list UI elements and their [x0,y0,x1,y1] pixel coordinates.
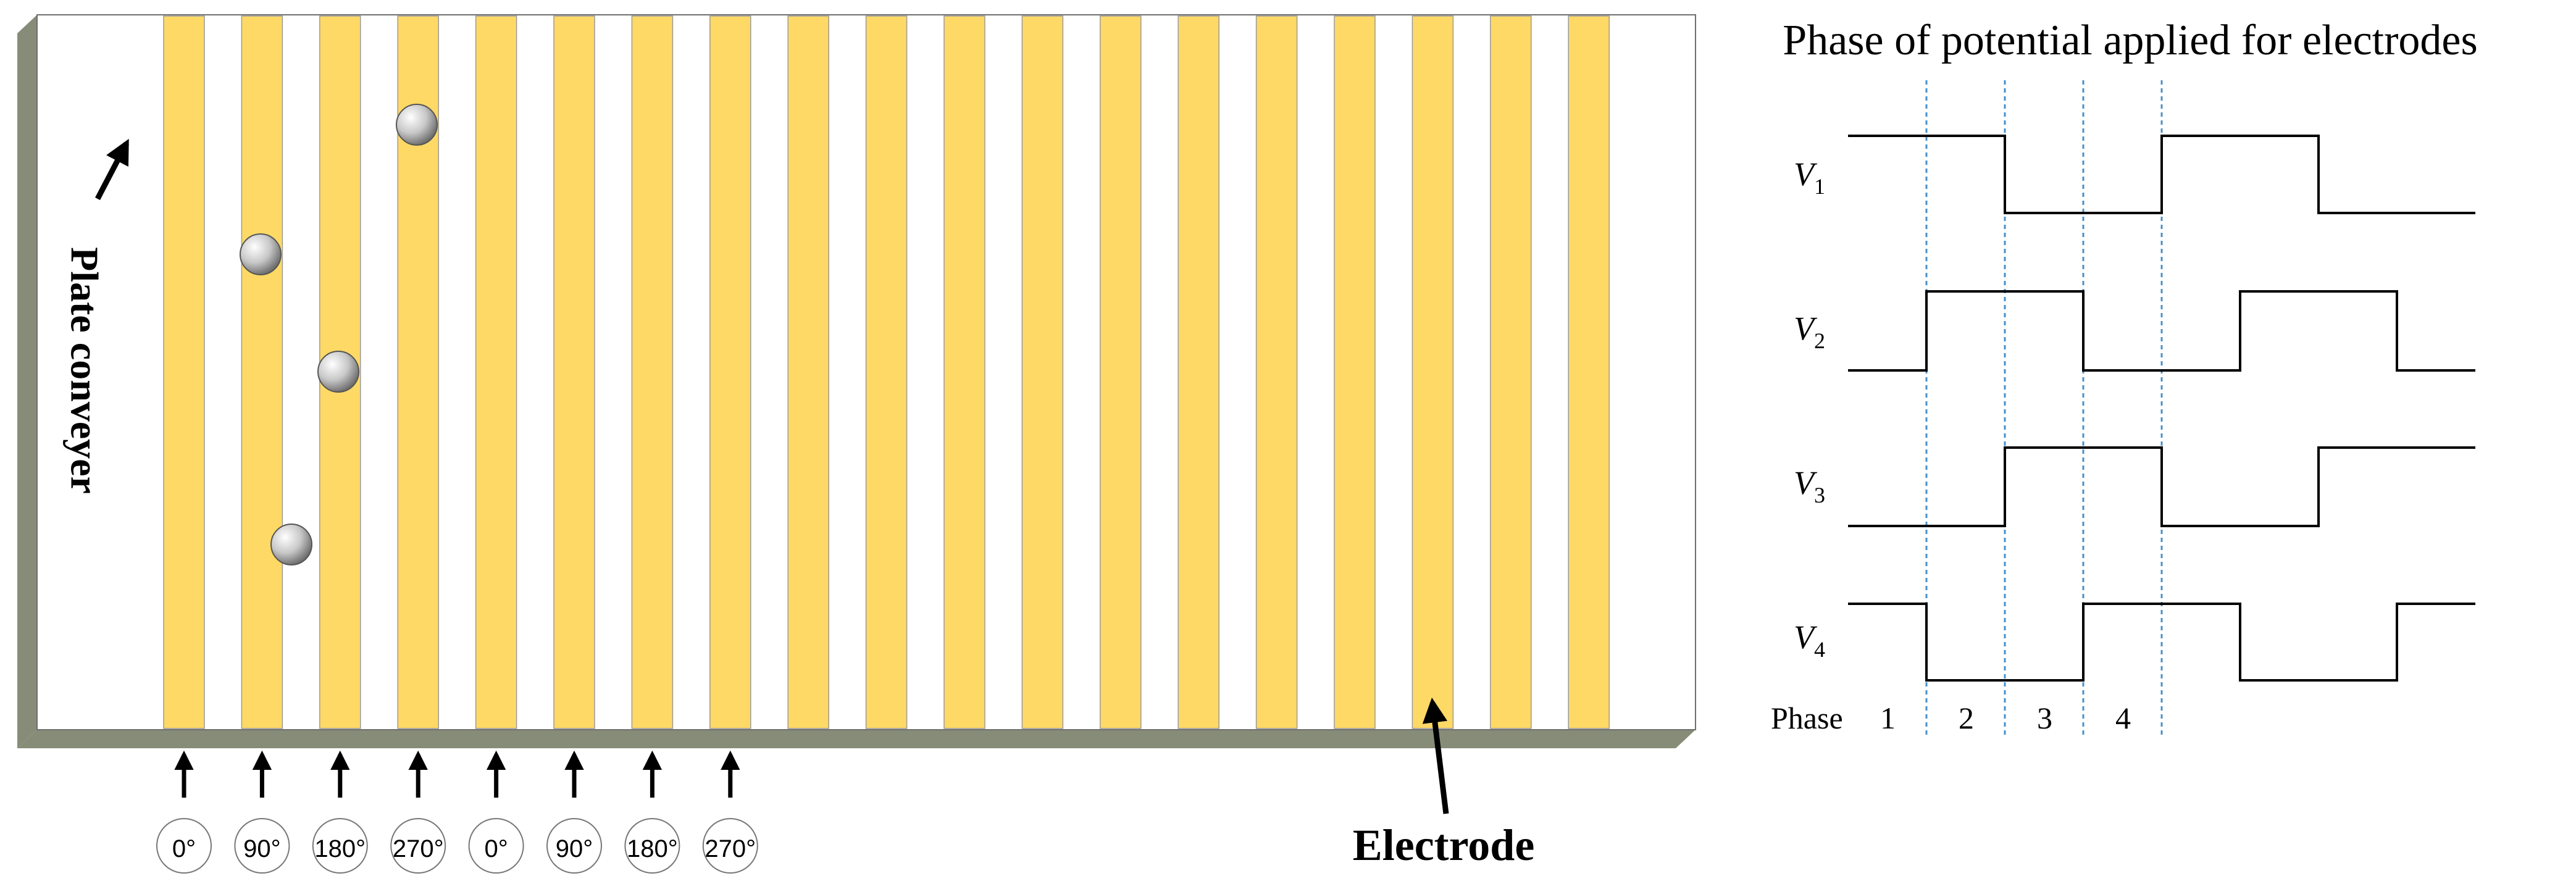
electrode-strip [631,15,674,729]
phase-number: 4 [2115,701,2131,735]
electrode-strip [787,15,829,729]
electrode-strip [865,15,908,729]
plate-conveyer-label: Plate conveyer [62,247,106,494]
phase-marker-label: 270° [705,835,756,862]
electrode-label: Electrode [1353,820,1535,870]
electrode-strip [163,15,205,729]
phase-marker-label: 0° [484,835,508,862]
phase-marker-label: 0° [172,835,196,862]
electrode-strip [1100,15,1142,729]
electrode-strip [1568,15,1610,729]
particle-group [240,104,438,566]
phase-marker-circle [624,818,680,874]
phase-marker-circle [156,818,212,874]
signal-label: V3 [1794,464,1825,507]
phase-number: 2 [1959,701,1974,735]
phase-number-row: 1 2 3 4 [1880,701,2131,735]
signal-label: V1 [1794,156,1825,199]
phase-marker-label: 180° [627,835,678,862]
electrode-callout-arrow [1422,697,1449,814]
electrode-strip [553,15,595,729]
electrode-strip [709,15,751,729]
conveyor-left-edge [17,15,37,748]
electrode-strip [475,15,517,729]
particle [240,233,282,275]
signal-waveform [1848,603,2475,682]
phase-number: 3 [2037,701,2052,735]
particle [396,104,438,146]
electrode-strip [1490,15,1532,729]
plate-conveyor [17,14,1696,748]
phase-marker-circle [468,818,524,874]
phase-guide-lines [1925,80,2163,736]
electrode-strip [943,15,985,729]
electrode-strip [241,15,283,729]
signal-label: V2 [1794,310,1825,353]
signal-label: V4 [1794,619,1825,662]
electrode-strip [1255,15,1298,729]
phase-label: Phase [1771,701,1843,735]
conveyor-bottom-edge [17,730,1696,748]
chart-title: Phase of potential applied for electrode… [1783,17,2477,64]
phase-marker-label: 90° [556,835,593,862]
phase-number: 1 [1880,701,1896,735]
phase-marker-label: 180° [314,835,366,862]
phase-waveform-chart: Phase of potential applied for electrode… [1771,17,2478,736]
phase-marker-circle [234,818,290,874]
particle [317,351,359,393]
phase-marker-circle [390,818,446,874]
conveyor-direction-arrow [95,138,129,201]
phase-marker-circle [312,818,368,874]
signal-waveform [1848,290,2475,372]
electrode-strip [1334,15,1376,729]
electrode-strip [1411,15,1454,729]
electrode-strip [1177,15,1219,729]
signal-waveform [1848,446,2475,527]
particle [270,524,312,566]
phase-marker-circle [546,818,602,874]
signal-waveform [1848,135,2475,214]
phase-marker-label: 90° [243,835,281,862]
phase-marker-label: 270° [393,835,444,862]
electrode-strip [1021,15,1064,729]
phase-marker-circle [702,818,758,874]
phase-marker-row: 0° 90° 180° 270° 0° 90° 180° 270° [156,750,758,874]
